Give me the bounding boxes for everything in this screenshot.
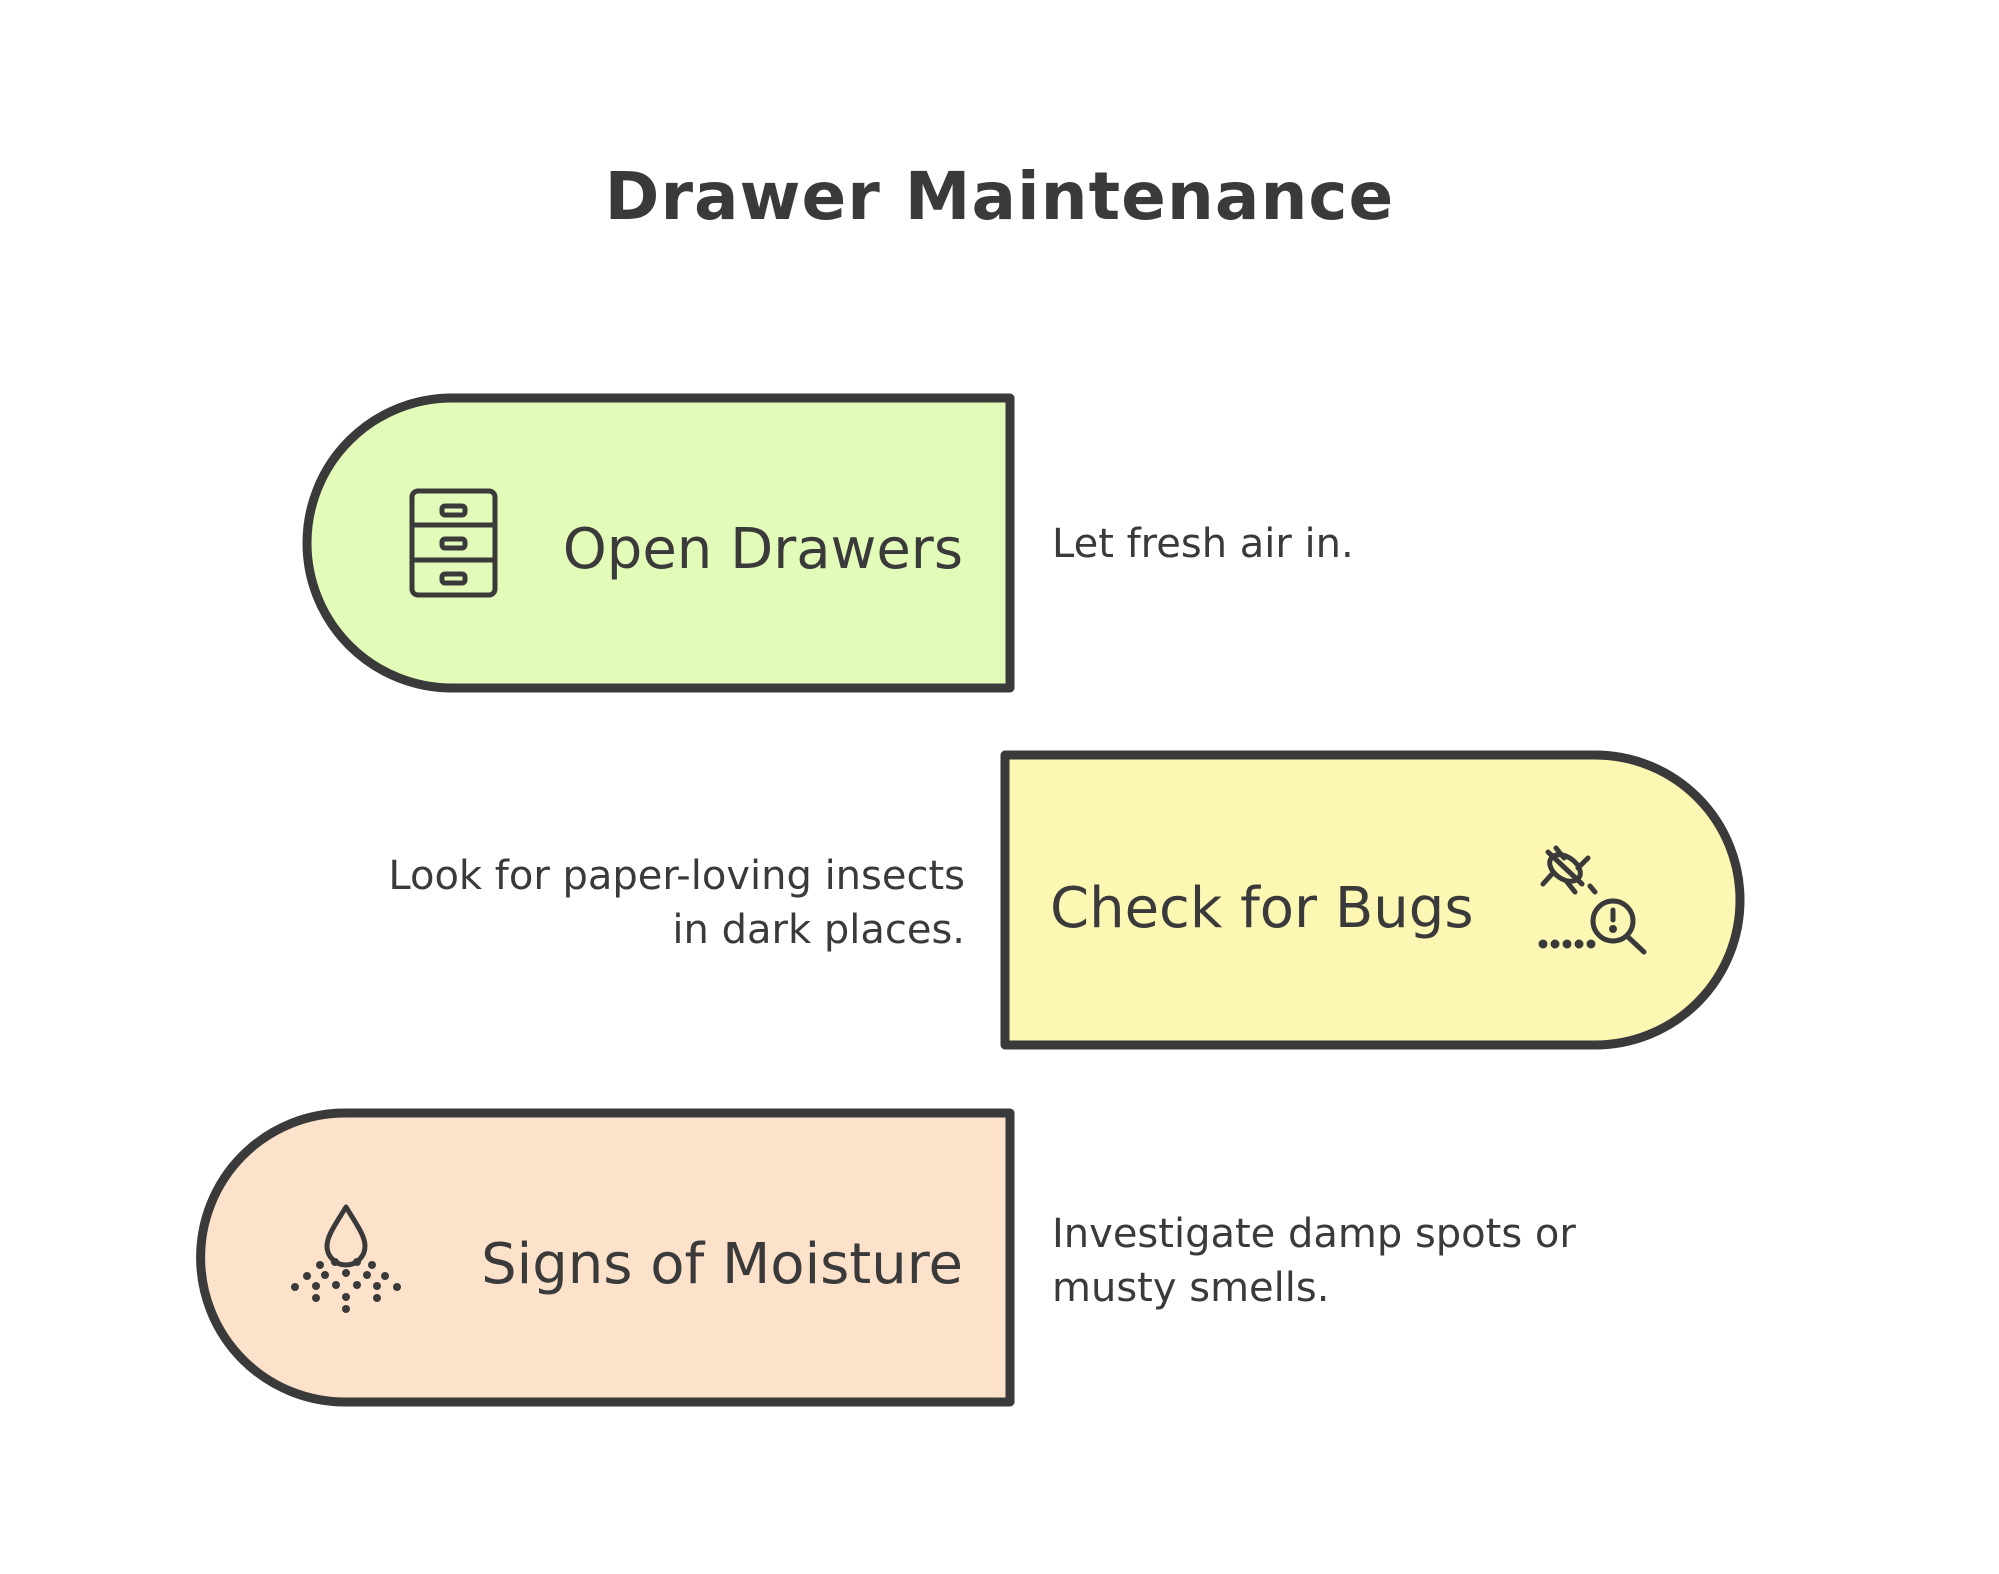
step-description-check-for-bugs: Look for paper-loving insects in dark pl… [388,849,965,957]
pill-check-for-bugs [1000,750,1745,1050]
step-signs-of-moisture: Signs of Moisture [196,1108,1015,1407]
description-line: musty smells. [1052,1265,1330,1311]
drawer-cabinet-icon [409,488,498,598]
description-line: Investigate damp spots or [1052,1211,1576,1257]
page-title: Drawer Maintenance [604,158,1395,235]
step-check-for-bugs: Check for Bugs [1000,750,1745,1050]
bug-search-icon [1538,845,1647,955]
step-description-open-drawers: Let fresh air in. [1052,517,1354,571]
step-label-check-for-bugs: Check for Bugs [1050,876,1474,941]
description-line: in dark places. [672,907,965,953]
step-label-open-drawers: Open Drawers [563,517,963,582]
step-description-signs-of-moisture: Investigate damp spots or musty smells. [1052,1207,1576,1315]
step-label-signs-of-moisture: Signs of Moisture [481,1232,963,1297]
description-line: Look for paper-loving insects [388,853,965,899]
pill-signs-of-moisture [196,1108,1015,1407]
pill-open-drawers [302,393,1015,693]
step-open-drawers: Open Drawers [302,393,1015,693]
water-drop-icon [291,1204,401,1313]
description-line: Let fresh air in. [1052,521,1354,567]
